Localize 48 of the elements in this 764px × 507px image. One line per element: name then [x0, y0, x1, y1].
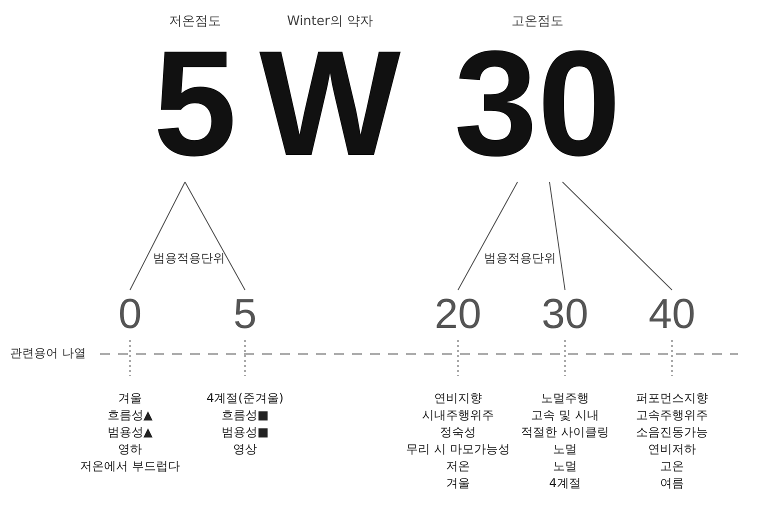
- term-text: 정숙성: [440, 424, 476, 441]
- term-text: 노멀주행: [541, 390, 589, 407]
- code-character: 30: [454, 44, 621, 162]
- term-text: 연비저하: [648, 441, 696, 458]
- term-text: 노멀: [553, 441, 577, 458]
- term-text: 여름: [660, 475, 684, 492]
- term-text: 4계절: [549, 475, 581, 492]
- term-text: 무리 시 마모가능성: [406, 441, 510, 458]
- group-label: 범용적용단위: [153, 250, 225, 267]
- term-text: 흐름성▲: [107, 407, 153, 424]
- group-label: 범용적용단위: [484, 250, 556, 267]
- term-text: 겨울: [446, 475, 470, 492]
- term-text: 겨울: [118, 390, 142, 407]
- term-text: 노멀: [553, 458, 577, 475]
- connector-line: [562, 182, 672, 290]
- connector-line: [184, 182, 246, 290]
- code-character: 5: [153, 44, 237, 162]
- heading-text: 저온점도: [169, 13, 221, 30]
- code-character: W: [259, 44, 401, 162]
- heading-text: Winter의 약자: [287, 13, 373, 30]
- grade-number: 20: [434, 292, 482, 336]
- grade-number: 40: [648, 292, 696, 336]
- connector-line: [549, 182, 566, 290]
- term-text: 고온: [660, 458, 684, 475]
- term-text: 4계절(준겨울): [206, 390, 284, 407]
- dotted-line: [564, 340, 566, 376]
- row-label: 관련용어 나열: [10, 345, 86, 362]
- grade-number: 0: [118, 292, 142, 336]
- grade-number: 30: [542, 292, 588, 336]
- connector-line: [458, 182, 518, 290]
- term-text: 흐름성■: [221, 407, 269, 424]
- term-text: 영하: [118, 441, 142, 458]
- term-text: 범용성■: [221, 424, 269, 441]
- term-text: 고속 및 시내: [531, 407, 599, 424]
- dotted-line: [244, 340, 246, 376]
- term-text: 소음진동가능: [636, 424, 708, 441]
- term-text: 저온: [446, 458, 470, 475]
- term-text: 연비지향: [434, 390, 482, 407]
- term-text: 저온에서 부드럽다: [80, 458, 180, 475]
- term-text: 시내주행위주: [422, 407, 494, 424]
- term-text: 퍼포먼스지향: [636, 390, 708, 407]
- term-text: 적절한 사이클링: [521, 424, 609, 441]
- term-text: 고속주행위주: [636, 407, 708, 424]
- term-text: 영상: [233, 441, 257, 458]
- term-text: 범용성▲: [107, 424, 153, 441]
- connector-line: [130, 182, 186, 290]
- grade-number: 5: [233, 292, 257, 336]
- heading-text: 고온점도: [512, 13, 564, 30]
